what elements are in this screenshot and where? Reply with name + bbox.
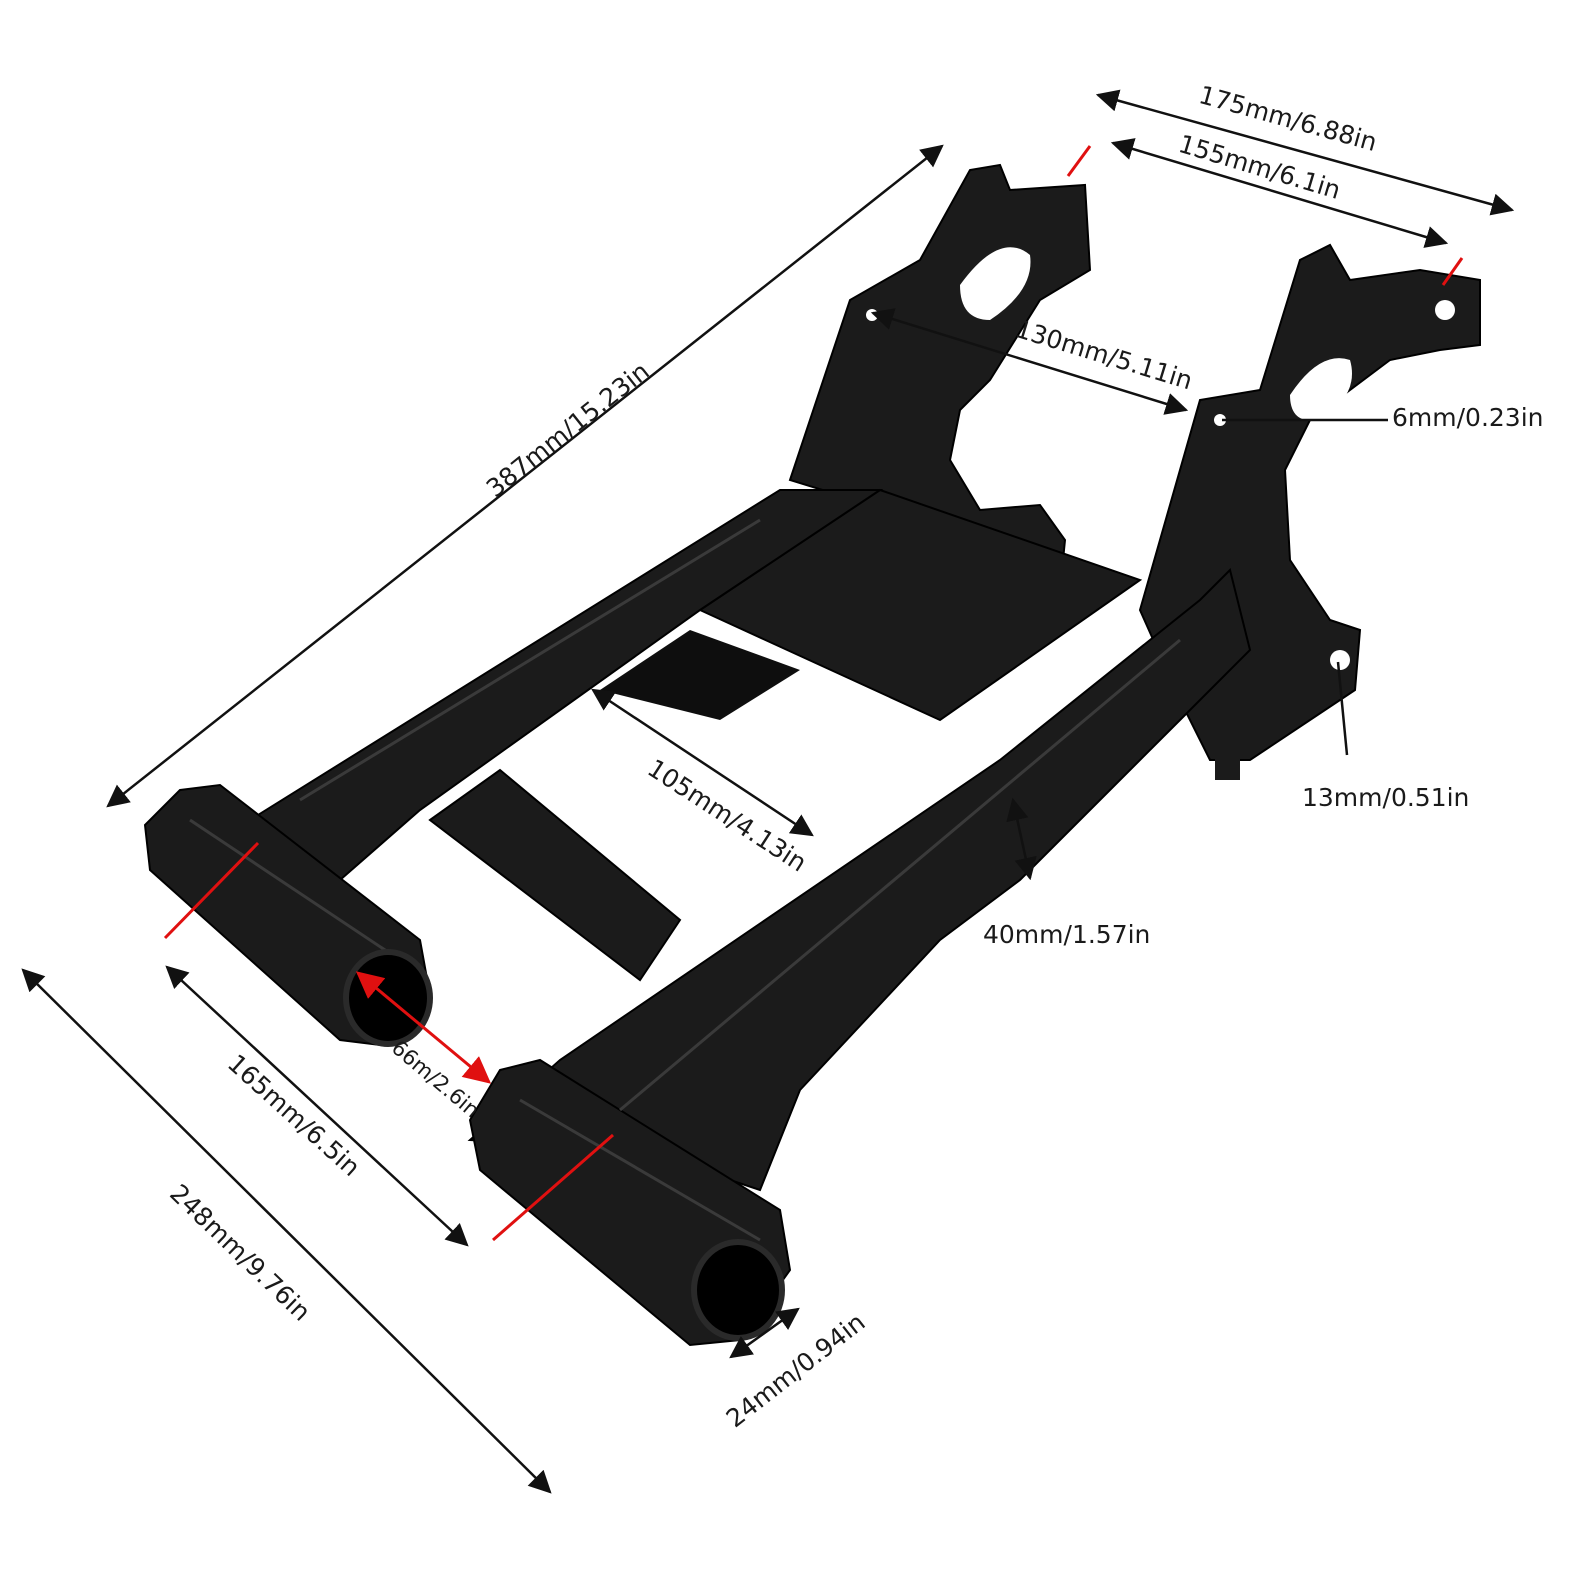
right-plate-slot xyxy=(1290,358,1352,421)
label-small-hole: 6mm/0.23in xyxy=(1392,403,1544,432)
dimension-lines xyxy=(21,89,1515,1494)
large-mount-hole xyxy=(1330,650,1350,670)
right-bushing-bore xyxy=(691,1239,785,1341)
red-dim-bushing-spacing xyxy=(355,971,492,1084)
bottom-stud xyxy=(1215,745,1240,780)
dim-line-bushing-bore xyxy=(729,1307,800,1359)
red-tick-top-right xyxy=(1441,257,1464,286)
red-markers xyxy=(163,145,1464,1242)
right-arm xyxy=(467,568,1252,1192)
dim-line-inner-opening xyxy=(591,688,814,837)
label-large-hole: 13mm/0.51in xyxy=(1302,783,1470,812)
dim-line-inner-width-top xyxy=(1110,138,1449,248)
dim-line-mount-hole-spacing xyxy=(870,308,1189,415)
dim-line-tube-height xyxy=(1006,797,1037,881)
red-centerline-right-bushing xyxy=(492,1133,614,1242)
red-centerline-left-bushing xyxy=(163,841,260,940)
red-tick-top-left xyxy=(1066,145,1092,177)
right-mount-hole xyxy=(1214,414,1226,426)
leader-large-hole xyxy=(1336,661,1349,756)
label-tube-height: 40mm/1.57in xyxy=(983,920,1151,949)
tab-hole xyxy=(1435,300,1455,320)
dim-line-outer-bushing-width xyxy=(21,968,552,1494)
dim-line-overall-length xyxy=(106,144,944,808)
left-plate-slot xyxy=(960,247,1031,320)
